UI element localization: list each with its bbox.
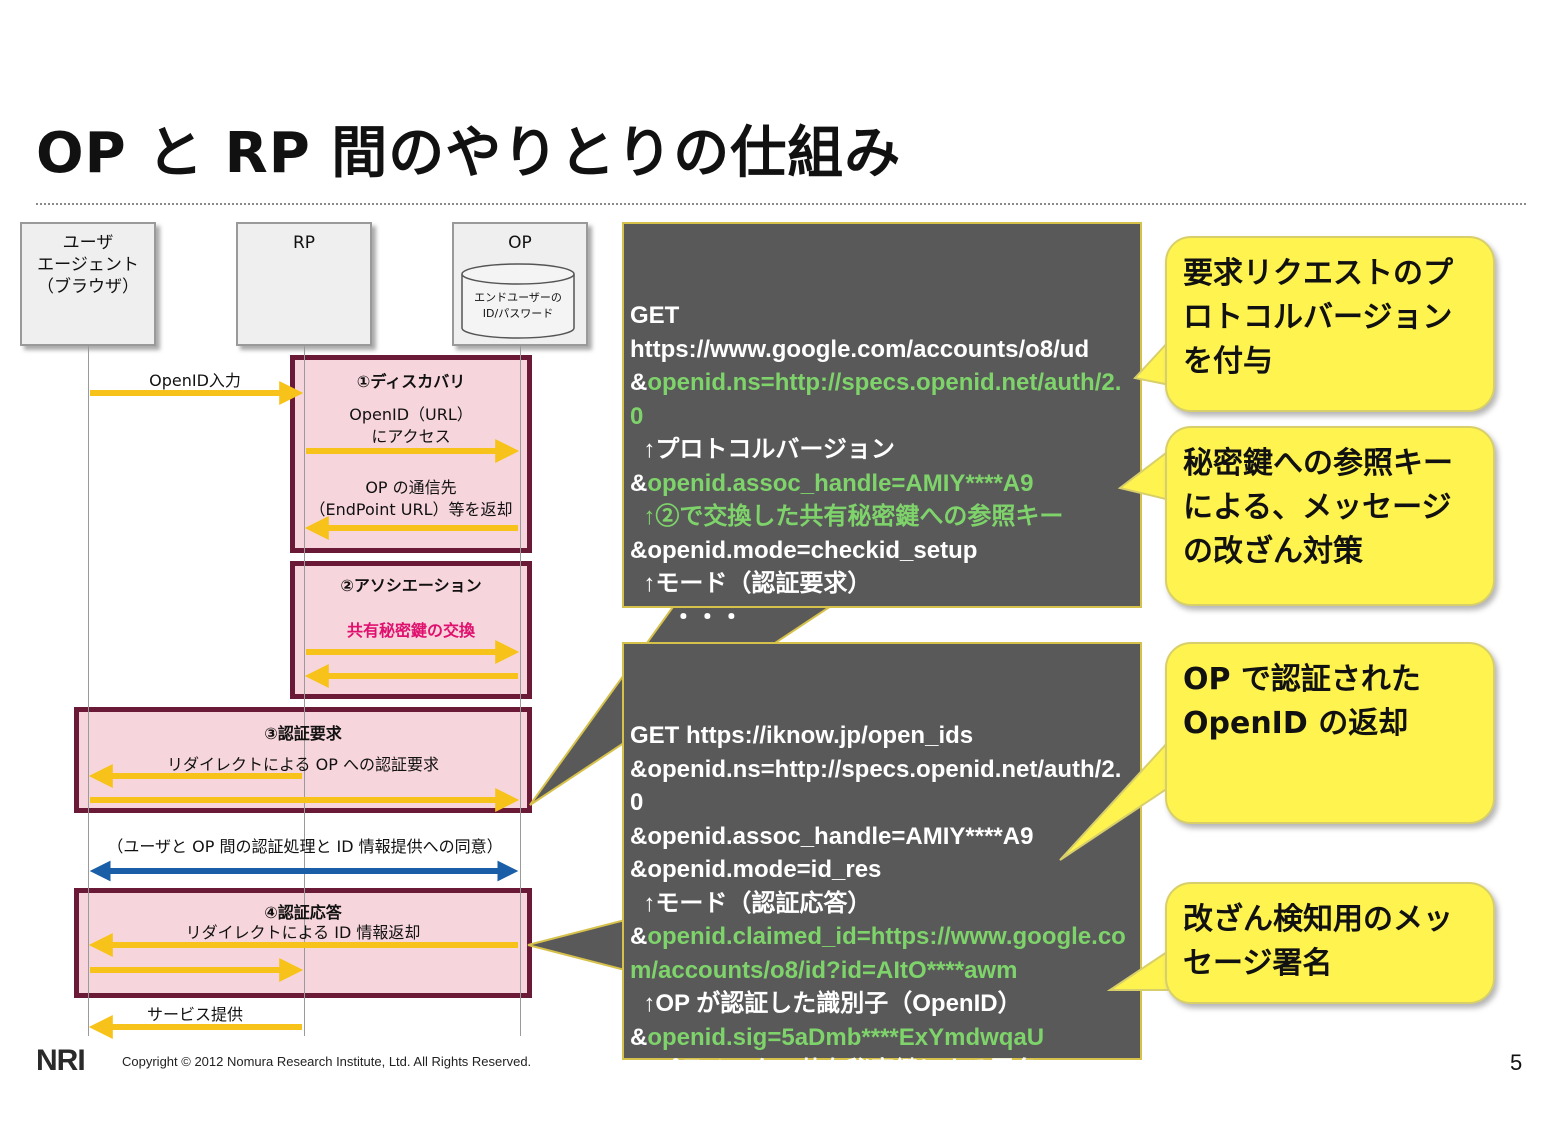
actor-rp: RP [236, 222, 372, 346]
request-line-text: &・・・・ [630, 603, 744, 631]
request-line-text: ↑モード（認証要求） [630, 570, 872, 597]
request-line: &openid.mode=checkid_setup [630, 534, 1134, 568]
actor-user-agent: ユーザ エージェント （ブラウザ） [20, 222, 156, 346]
lifeline-user [88, 346, 89, 1036]
request-line-text: ↑②で交換した共有秘密鍵への参照キー [630, 503, 1064, 530]
response-line-text: &openid.mode=id_res [630, 856, 882, 883]
request-lines: GET https://www.google.com/accounts/o8/ud… [630, 299, 1134, 634]
response-line-param: openid.sig=5aDmb****ExYmdwqaU [647, 1023, 1045, 1051]
response-line: ↑OP が認証した識別子（OpenID） [630, 987, 1134, 1021]
request-line: ↑モード（認証要求） [630, 567, 1134, 601]
phase1-title: ①ディスカバリ [356, 372, 466, 391]
request-line: &openid.ns=http://specs.openid.net/auth/… [630, 366, 1134, 433]
nri-logo: NRI [36, 1044, 86, 1077]
response-line-text: ↑OP が認証した識別子（OpenID） [630, 990, 1022, 1017]
phase2-title: ②アソシエーション [340, 576, 482, 595]
consent-label: （ユーザと OP 間の認証処理と ID 情報提供への同意） [107, 837, 503, 856]
label-openid-input: OpenID入力 [149, 371, 241, 390]
request-line: &・・・・ [630, 601, 1134, 635]
note-openid-return: OP で認証された OpenID の返却 [1165, 642, 1495, 824]
request-line: &openid.assoc_handle=AMIY****A9 [630, 467, 1134, 501]
request-line: GET [630, 299, 1134, 333]
phase4-msg: リダイレクトによる ID 情報返却 [185, 923, 421, 942]
response-line-text: GET https://iknow.jp/open_ids [630, 722, 974, 749]
phase3-box [74, 707, 532, 813]
phase1-msg2: OP の通信先 （EndPoint URL）等を返却 [309, 478, 513, 519]
request-line: https://www.google.com/accounts/o8/ud [630, 333, 1134, 367]
response-line: &openid.sig=5aDmb****ExYmdwqaU [630, 1021, 1134, 1055]
phase4-title: ④認証応答 [264, 903, 342, 922]
request-line-text: ↑プロトコルバージョン [630, 436, 895, 463]
response-line: ↑モード（認証応答） [630, 887, 1134, 921]
request-line-text: GET [630, 302, 680, 329]
response-line-text: &openid.ns=http://specs.openid.net/auth/… [630, 755, 1122, 817]
response-line: &openid.ns=http://specs.openid.net/auth/… [630, 753, 1134, 820]
title-divider [36, 203, 1526, 205]
response-line: ↑パラメータの共有秘密鍵による署名 [630, 1054, 1134, 1088]
response-line: GET https://iknow.jp/open_ids [630, 719, 1134, 753]
note-signature: 改ざん検知用のメッセージ署名 [1165, 882, 1495, 1004]
response-line-text: & [630, 1023, 648, 1051]
request-line-text: & [630, 369, 648, 396]
database-label: エンドユーザーの ID/パスワード [474, 291, 562, 320]
note-protocol-version: 要求リクエストのプロトコルバージョンを付与 [1165, 236, 1495, 412]
copyright: Copyright © 2012 Nomura Research Institu… [122, 1054, 532, 1069]
request-line-text: &openid.mode=checkid_setup [630, 536, 978, 564]
database-icon [461, 263, 575, 339]
note-reference-key: 秘密鍵への参照キーによる、メッセージの改ざん対策 [1165, 426, 1495, 606]
request-line-param: openid.assoc_handle=AMIY****A9 [647, 469, 1034, 497]
response-line-text: & [630, 923, 648, 950]
response-line-text: ↑モード（認証応答） [630, 889, 872, 917]
response-line-param: openid.claimed_id=https://www.google.com… [630, 923, 1126, 984]
phase2-msg: 共有秘密鍵の交換 [346, 621, 475, 640]
phase3-msg: リダイレクトによる OP への認証要求 [167, 755, 439, 774]
response-line-text: &openid.assoc_handle=AMIY****A9 [630, 822, 1034, 850]
sequence-arrows [88, 381, 520, 1039]
phase3-title: ③認証要求 [264, 724, 342, 743]
response-line: &openid.mode=id_res [630, 853, 1134, 887]
lifeline-rp [304, 346, 305, 1036]
request-callout: GET https://www.google.com/accounts/o8/ud… [622, 222, 1142, 631]
request-line-text: & [630, 469, 648, 497]
page-number: 5 [1510, 1050, 1523, 1075]
service-label: サービス提供 [146, 1005, 243, 1024]
request-line: ↑プロトコルバージョン [630, 433, 1134, 467]
response-line: &openid.claimed_id=https://www.google.co… [630, 920, 1134, 987]
request-line-text: https://www.google.com/accounts/o8/ud [630, 335, 1090, 363]
page-title: OP と RP 間のやりとりの仕組み [36, 121, 902, 186]
request-line: ↑②で交換した共有秘密鍵への参照キー [630, 500, 1134, 534]
response-line: &openid.assoc_handle=AMIY****A9 [630, 820, 1134, 854]
request-line-param: openid.ns=http://specs.openid.net/auth/2… [630, 369, 1122, 430]
phase1-msg1: OpenID（URL） にアクセス [349, 405, 473, 446]
lifeline-op [520, 346, 521, 1036]
